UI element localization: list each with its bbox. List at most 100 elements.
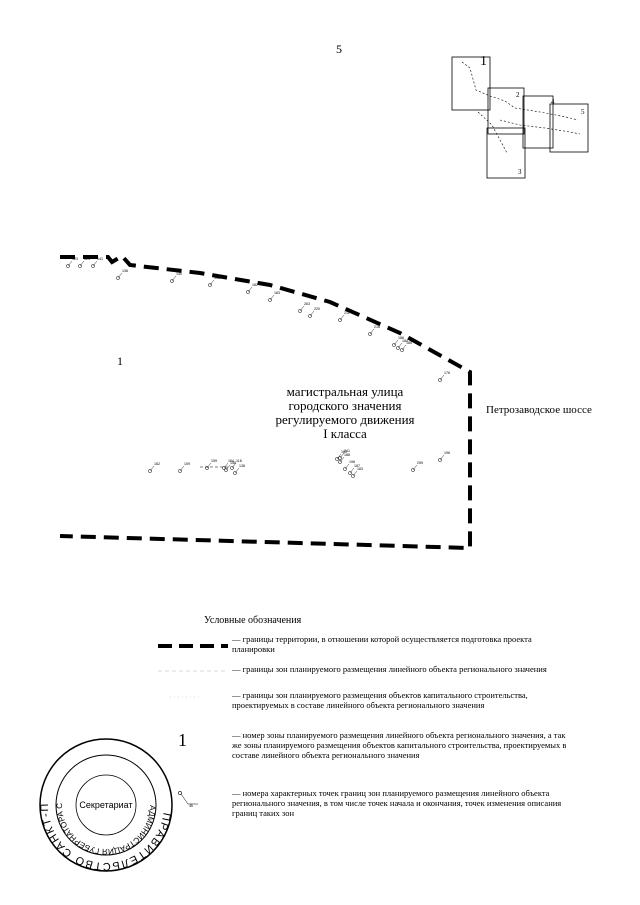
point-marker [222,466,226,470]
point-label: 241 [344,449,350,453]
page-number: 5 [336,42,342,56]
inset-label-5: 5 [581,108,585,116]
inset-sheet-4 [522,95,554,149]
point-leader [349,467,355,474]
inset-label-3: 3 [518,168,522,176]
point-leader [92,260,98,267]
point-label: 158 [230,461,236,465]
point-marker [268,298,272,302]
point-leader [269,294,275,301]
point-leader [171,275,177,282]
point-marker [348,471,352,475]
point-marker [411,468,415,472]
point-marker [230,466,234,470]
point-leader [412,464,418,471]
point-leader [439,374,445,381]
legend-point-label: 46 [189,803,193,808]
point-label: 183 [274,291,280,295]
point-marker [396,346,400,350]
point-label: 141 [97,257,103,261]
point-marker [368,332,372,336]
point-label: 135 [214,276,220,280]
point-leader [149,465,155,472]
point-label: 123 [72,257,78,261]
legend-item-zone-number: — номер зоны планируемого размещения лин… [232,730,567,760]
point-marker [208,283,212,287]
point-marker [351,474,355,478]
point-label: 183 [357,467,363,471]
street-name: магистральная улица городского значения … [250,385,440,441]
inset-label-4: 4 [551,98,555,106]
point-leader [225,464,231,471]
point-marker [148,469,152,473]
point-leader [206,462,212,469]
point-leader [439,454,445,461]
point-label: 185 [406,341,412,345]
point-leader [223,462,229,469]
street-name-line: I класса [323,426,367,441]
point-marker [392,343,396,347]
point-leader [309,310,315,317]
point-label: 211 [344,311,350,315]
inset-label-1: 1 [480,54,487,69]
point-label: 118 [236,459,242,463]
point-label: 124 [84,257,90,261]
legend-point-circle [178,791,182,795]
point-leader [339,456,345,463]
point-marker [205,466,209,470]
point-leader [352,470,358,477]
point-marker [116,276,120,280]
point-leader [401,344,407,351]
point-leader [117,272,123,279]
point-marker [400,348,404,352]
point-leader [344,463,350,470]
road-label: Петрозаводское шоссе [486,404,592,416]
point-marker [338,318,342,322]
point-label: 184 [402,339,408,343]
point-label: 136 [122,269,128,273]
point-leader [234,467,240,474]
point-label: 176 [444,371,450,375]
legend-item-territory: — границы территории, в отношении которо… [232,634,532,654]
point-marker [170,279,174,283]
street-name-line: магистральная улица [286,384,404,399]
point-label: 216 [374,325,380,329]
legend-title: Условные обозначения [204,615,302,626]
point-marker [178,469,182,473]
point-label: 159 [211,459,217,463]
territory-boundary [59,253,472,551]
point-label: 220 [314,307,320,311]
legend-item-linear-zone: — границы зон планируемого размещения ли… [232,664,547,674]
point-label: 188 [344,453,350,457]
point-label: 259 [417,461,423,465]
point-label: 160 [341,450,347,454]
point-leader [79,260,85,267]
stamp-center-text: Секретариат [79,800,132,810]
point-marker [308,314,312,318]
legend-item-point-number: — номера характерных точек границ зон пл… [232,788,562,818]
point-leader [397,342,403,349]
point-marker [224,468,228,472]
street-name-line: регулируемого движения [275,412,415,427]
point-label: 182 [252,283,258,287]
point-label: 198 [349,460,355,464]
official-stamp: ПРАВИТЕЛЬСТВО САНКТ-ПЕТЕРБУРГА АДМИНИСТР… [36,735,173,872]
inset-sheet-2 [487,87,525,135]
point-leader [209,279,215,286]
point-label: 140 [176,272,182,276]
point-leader [67,260,73,267]
point-marker [91,264,95,268]
point-leader [231,462,237,469]
point-marker [246,290,250,294]
inset-sheet-5 [549,103,589,153]
point-label: 109 [184,462,190,466]
point-marker [233,471,237,475]
street-name-line: городского значения [288,398,402,413]
point-leader [179,465,185,472]
point-marker [78,264,82,268]
point-label: 186 [398,336,404,340]
point-leader [339,452,345,459]
